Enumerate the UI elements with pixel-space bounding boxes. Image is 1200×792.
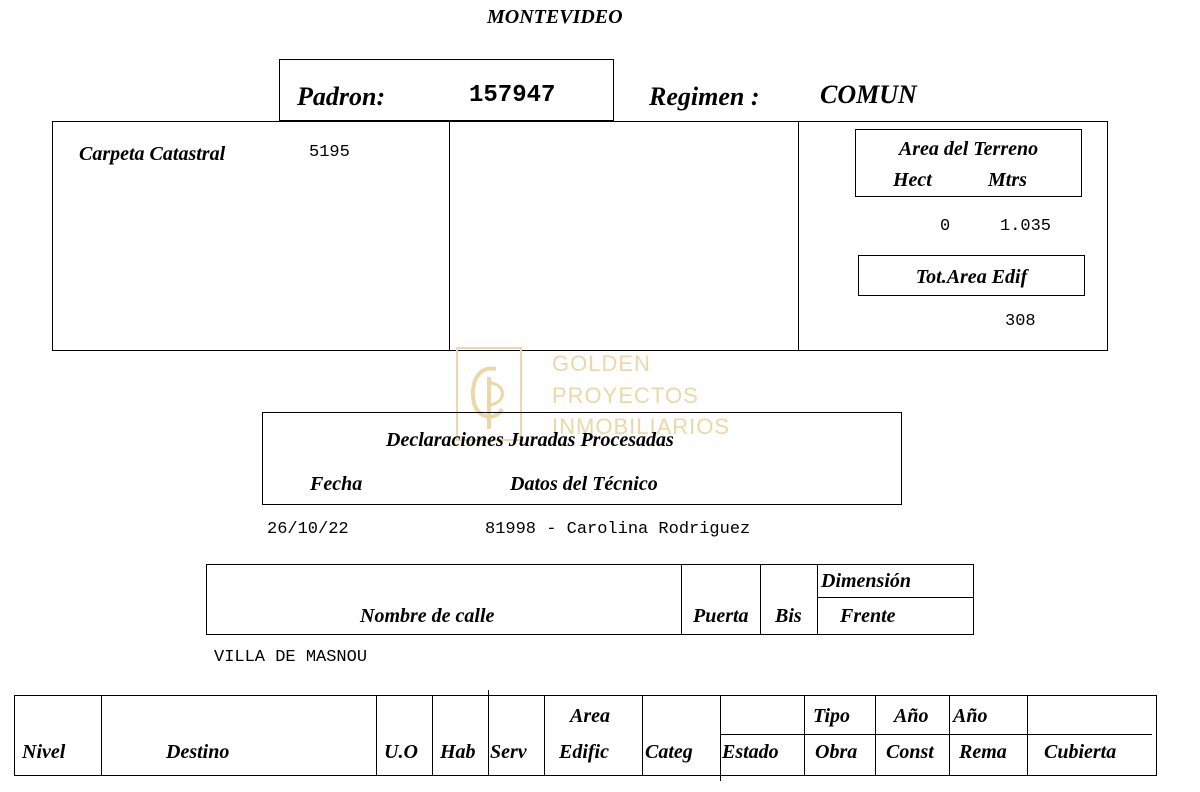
area-edif-box	[858, 255, 1085, 296]
area-edif-value: 308	[1005, 312, 1036, 331]
col-tipo-bottom: Obra	[815, 741, 858, 763]
table-divider-6	[642, 695, 643, 776]
nombre-calle-label: Nombre de calle	[360, 605, 495, 627]
calle-divider-2	[760, 564, 761, 635]
hect-label: Hect	[893, 169, 932, 191]
regimen-value: COMUN	[820, 80, 917, 109]
tecnico-value: 81998 - Carolina Rodriguez	[485, 520, 751, 539]
area-terreno-box	[855, 129, 1082, 197]
col-uo: U.O	[384, 741, 418, 763]
city-title: MONTEVIDEO	[487, 6, 623, 28]
mtrs-label: Mtrs	[988, 169, 1027, 191]
calle-divider-1	[681, 564, 682, 635]
dimension-divider	[817, 597, 974, 598]
table-divider-4	[488, 690, 489, 776]
col-ano-const-bottom: Const	[886, 741, 934, 763]
carpeta-label: Carpeta Catastral	[79, 143, 226, 165]
padron-label: Padron:	[297, 82, 386, 111]
table-subheader-line	[720, 734, 1152, 735]
col-tipo-top: Tipo	[813, 705, 851, 727]
catastro-box	[52, 121, 1108, 351]
col-ano-rema-bottom: Rema	[959, 741, 1007, 763]
table-divider-1	[101, 695, 102, 776]
tecnico-label: Datos del Técnico	[510, 473, 658, 495]
frente-label: Frente	[840, 605, 896, 627]
col-area-bottom: Edific	[559, 741, 609, 763]
table-divider-9	[875, 695, 876, 776]
watermark-line-3: INMOBILIARIOS	[552, 414, 731, 439]
table-divider-2	[376, 695, 377, 776]
fecha-value: 26/10/22	[267, 520, 349, 539]
area-edif-title: Tot.Area Edif	[915, 266, 1028, 288]
puerta-label: Puerta	[693, 605, 749, 627]
catastro-divider-1	[449, 121, 450, 351]
table-divider-8	[804, 695, 805, 776]
table-divider-5	[544, 695, 545, 776]
col-ano-const-top: Año	[894, 705, 929, 727]
table-divider-3	[432, 695, 433, 776]
table-divider-11	[1027, 695, 1028, 776]
table-divider-10	[949, 695, 950, 776]
col-nivel: Nivel	[22, 741, 66, 763]
col-destino: Destino	[166, 741, 230, 763]
bis-label: Bis	[775, 605, 802, 627]
dimension-box	[817, 564, 974, 635]
col-categ: Categ	[645, 741, 693, 763]
col-ano-rema-top: Año	[953, 705, 988, 727]
dimension-label: Dimensión	[821, 570, 912, 592]
padron-box	[279, 59, 614, 121]
col-area-top: Area	[570, 705, 610, 727]
watermark-logo-icon	[456, 347, 522, 441]
hect-value: 0	[940, 217, 951, 236]
carpeta-value: 5195	[309, 143, 350, 162]
padron-value: 157947	[469, 82, 556, 109]
nombre-calle-value: VILLA DE MASNOU	[214, 648, 368, 667]
watermark-line-1: GOLDEN	[552, 351, 651, 376]
fecha-label: Fecha	[310, 473, 363, 495]
area-terreno-title: Area del Terreno	[898, 138, 1039, 160]
table-divider-7	[720, 695, 721, 781]
declaraciones-box	[262, 412, 902, 505]
declaraciones-title: Declaraciones Juradas Procesadas	[386, 429, 674, 451]
col-cubierta: Cubierta	[1044, 741, 1117, 763]
col-estado: Estado	[722, 741, 779, 763]
watermark-line-2: PROYECTOS	[552, 383, 699, 408]
edificaciones-table	[14, 695, 1157, 776]
col-hab: Hab	[440, 741, 476, 763]
col-serv: Serv	[490, 741, 527, 763]
mtrs-value: 1.035	[1000, 217, 1052, 236]
regimen-label: Regimen :	[649, 82, 760, 111]
catastro-divider-2	[798, 121, 799, 351]
